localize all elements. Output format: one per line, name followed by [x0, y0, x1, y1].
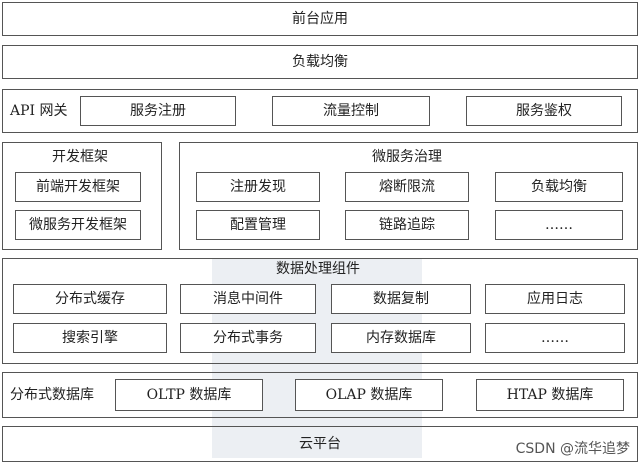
api-item-service-registration: 服务注册: [80, 96, 236, 126]
data-item-distributed-cache: 分布式缓存: [13, 284, 167, 314]
data-item-more: ……: [485, 323, 625, 353]
data-item-label: ……: [541, 330, 569, 346]
dev-item-label: 前端开发框架: [36, 179, 120, 195]
api-item-service-auth: 服务鉴权: [466, 96, 622, 126]
dev-item-label: 微服务开发框架: [29, 217, 127, 233]
dev-item-microservice-framework: 微服务开发框架: [15, 210, 141, 240]
gov-item-tracing: 链路追踪: [345, 210, 469, 240]
load-balance-label: 负载均衡: [292, 54, 348, 70]
data-processing-panel: [2, 258, 638, 364]
api-item-label: 服务鉴权: [516, 103, 572, 119]
dev-framework-title: 开发框架: [52, 149, 108, 165]
data-item-label: 分布式缓存: [55, 291, 125, 307]
governance-title: 微服务治理: [372, 149, 442, 165]
gov-item-label: ……: [545, 217, 573, 233]
gov-item-more: ……: [495, 210, 623, 240]
data-item-label: 数据复制: [373, 291, 429, 307]
gov-item-registry: 注册发现: [196, 172, 320, 202]
distributed-db-title: 分布式数据库: [10, 387, 94, 403]
data-item-message-middleware: 消息中间件: [180, 284, 316, 314]
gov-item-label: 配置管理: [230, 217, 286, 233]
load-balance-layer: 负载均衡: [2, 45, 638, 79]
db-item-label: HTAP 数据库: [506, 387, 594, 403]
gov-item-config-management: 配置管理: [196, 210, 320, 240]
governance-panel: [179, 142, 638, 250]
data-item-label: 应用日志: [527, 291, 583, 307]
cloud-platform-label: 云平台: [299, 436, 341, 452]
csdn-watermark: CSDN @流华追梦: [515, 441, 630, 457]
api-gateway-layer: [2, 89, 638, 133]
db-item-oltp: OLTP 数据库: [115, 379, 263, 411]
dev-framework-panel: [2, 142, 162, 250]
db-item-label: OLTP 数据库: [146, 387, 232, 403]
frontend-app-layer: 前台应用: [2, 2, 638, 36]
distributed-db-layer: [2, 372, 638, 418]
cloud-platform-layer: 云平台: [2, 426, 638, 462]
gov-item-circuit-breaker: 熔断限流: [345, 172, 469, 202]
data-item-in-memory-db: 内存数据库: [331, 323, 471, 353]
gov-item-label: 注册发现: [230, 179, 286, 195]
data-processing-title: 数据处理组件: [276, 261, 360, 277]
gov-item-label: 熔断限流: [379, 179, 435, 195]
data-item-label: 搜索引擎: [62, 330, 118, 346]
data-item-label: 消息中间件: [213, 291, 283, 307]
api-item-label: 流量控制: [323, 103, 379, 119]
db-item-olap: OLAP 数据库: [295, 379, 443, 411]
api-item-label: 服务注册: [130, 103, 186, 119]
gov-item-load-balance: 负载均衡: [495, 172, 623, 202]
data-item-data-replication: 数据复制: [331, 284, 471, 314]
data-item-app-log: 应用日志: [485, 284, 625, 314]
data-item-label: 内存数据库: [366, 330, 436, 346]
frontend-app-label: 前台应用: [292, 11, 348, 27]
api-item-traffic-control: 流量控制: [272, 96, 430, 126]
api-gateway-title: API 网关: [10, 103, 68, 119]
gov-item-label: 负载均衡: [531, 179, 587, 195]
db-item-htap: HTAP 数据库: [476, 379, 624, 411]
gov-item-label: 链路追踪: [379, 217, 435, 233]
db-item-label: OLAP 数据库: [325, 387, 413, 403]
data-item-search-engine: 搜索引擎: [13, 323, 167, 353]
data-item-label: 分布式事务: [213, 330, 283, 346]
data-item-distributed-transaction: 分布式事务: [180, 323, 316, 353]
dev-item-frontend-framework: 前端开发框架: [15, 172, 141, 202]
